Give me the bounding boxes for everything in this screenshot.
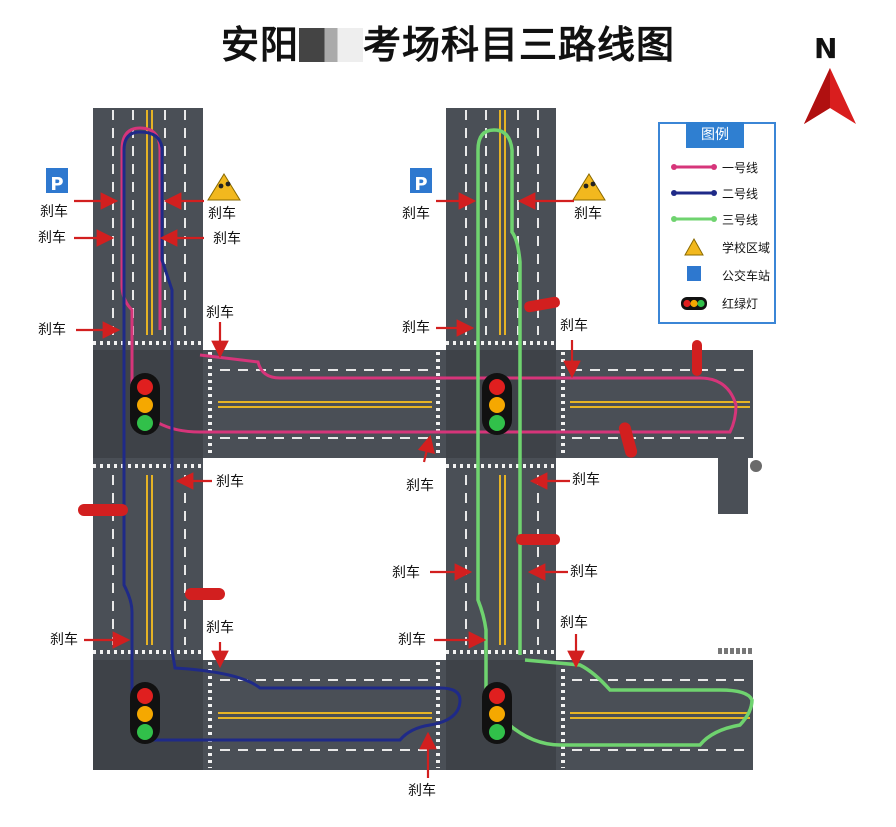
route-2-icon bbox=[671, 190, 717, 196]
school-icon bbox=[684, 237, 704, 256]
north-arrow-icon bbox=[804, 68, 856, 124]
page-title: 安阳 考场科目三路线图 bbox=[0, 14, 896, 69]
title-head: 安阳 bbox=[220, 23, 299, 67]
brake-label: 刹车 bbox=[38, 322, 66, 338]
legend-label: 学校区域 bbox=[722, 241, 771, 255]
legend-item-route3: 三号线 bbox=[660, 206, 774, 232]
bus-stop-icon-left: P bbox=[46, 168, 68, 198]
traffic-light-2 bbox=[482, 373, 512, 435]
brake-label: 刹车 bbox=[560, 615, 588, 631]
brake-label: 刹车 bbox=[206, 305, 234, 321]
legend: 图例 一号线 二号线 三号线 学校区域 公交车站 红绿灯 bbox=[658, 122, 776, 324]
legend-item-light: 红绿灯 bbox=[660, 290, 774, 316]
brake-arrows bbox=[74, 192, 585, 778]
legend-item-bus: 公交车站 bbox=[660, 262, 774, 288]
brake-label: 刹车 bbox=[208, 206, 236, 222]
brake-label: 刹车 bbox=[50, 632, 78, 648]
bus-stop-icon-mid: P bbox=[410, 168, 432, 198]
legend-heading: 图例 bbox=[686, 122, 744, 148]
legend-label: 公交车站 bbox=[722, 269, 771, 283]
road-spur bbox=[718, 458, 748, 514]
brake-label: 刹车 bbox=[406, 478, 434, 494]
legend-item-school: 学校区域 bbox=[660, 234, 774, 260]
brake-label: 刹车 bbox=[216, 474, 244, 490]
legend-label: 二号线 bbox=[722, 187, 759, 201]
brake-label: 刹车 bbox=[392, 565, 420, 581]
legend-label: 一号线 bbox=[722, 161, 759, 175]
traffic-light-4 bbox=[482, 682, 512, 744]
brake-label: 刹车 bbox=[408, 783, 436, 799]
svg-text:P: P bbox=[414, 174, 427, 195]
brake-label: 刹车 bbox=[213, 231, 241, 247]
school-icon-mid bbox=[572, 173, 606, 201]
school-icon-left bbox=[207, 173, 241, 201]
brake-label: 刹车 bbox=[38, 230, 66, 246]
brake-label: 刹车 bbox=[572, 472, 600, 488]
route-1-icon bbox=[671, 164, 717, 170]
brake-label: 刹车 bbox=[398, 632, 426, 648]
svg-text:P: P bbox=[50, 174, 63, 195]
traffic-light-icon bbox=[681, 297, 707, 310]
north-label: N bbox=[814, 32, 838, 65]
bus-stop-icon bbox=[687, 266, 701, 285]
title-tail: 考场科目三路线图 bbox=[363, 23, 676, 67]
brake-label: 刹车 bbox=[570, 564, 598, 580]
brake-label: 刹车 bbox=[40, 204, 68, 220]
traffic-light-3 bbox=[130, 682, 160, 744]
brake-label: 刹车 bbox=[574, 206, 602, 222]
brake-label: 刹车 bbox=[560, 318, 588, 334]
legend-label: 红绿灯 bbox=[722, 297, 759, 311]
brake-label: 刹车 bbox=[402, 320, 430, 336]
brake-label: 刹车 bbox=[402, 206, 430, 222]
route-3-icon bbox=[671, 216, 717, 222]
brake-label: 刹车 bbox=[206, 620, 234, 636]
traffic-light-1 bbox=[130, 373, 160, 435]
route-3-line bbox=[476, 128, 754, 747]
legend-item-route2: 二号线 bbox=[660, 180, 774, 206]
north-arrow: N bbox=[800, 32, 860, 132]
legend-item-route1: 一号线 bbox=[660, 154, 774, 180]
legend-label: 三号线 bbox=[722, 213, 759, 227]
title-redacted bbox=[299, 28, 363, 62]
